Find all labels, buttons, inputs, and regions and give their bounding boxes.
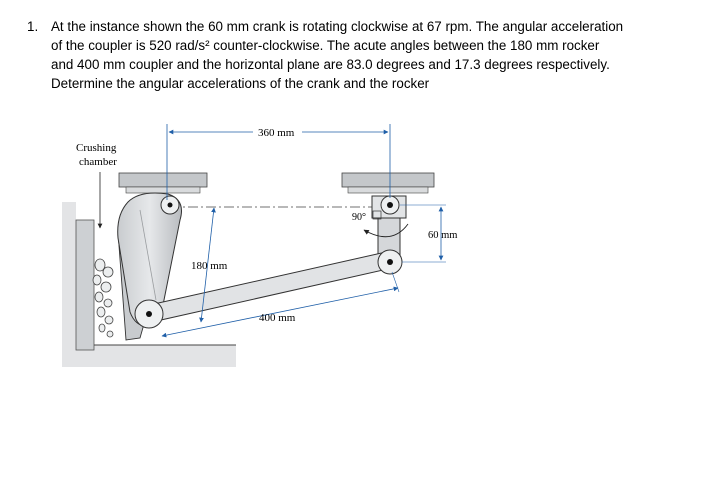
dimension-180-label: 180 mm [191,260,228,272]
pivots [134,195,403,329]
frame-base [62,202,236,367]
angle-90-marker: 90° [352,210,409,238]
crushing-chamber-label: Crushing chamber [76,142,117,229]
crushing-label-line-2: chamber [79,156,117,168]
stone-crusher-mechanism-figure: 360 mm 180 mm 400 mm 60 mm 90° Crushing … [62,124,457,367]
dimension-60: 60 mm [400,204,457,263]
crushed-rocks [92,258,114,338]
problem-line-1: At the instance shown the 60 mm crank is… [51,19,624,34]
problem-text: At the instance shown the 60 mm crank is… [51,17,701,93]
problem-number: 1. [27,19,39,34]
crushing-label-line-1: Crushing [76,142,117,154]
top-support-right [341,172,435,194]
problem-line-3: and 400 mm coupler and the horizontal pl… [51,57,610,72]
dimension-60-label: 60 mm [428,230,457,241]
dimension-360-label: 360 mm [258,127,295,139]
top-support-left [118,172,208,194]
dimension-400-label: 400 mm [259,312,296,324]
problem-line-4: Determine the angular accelerations of t… [51,76,430,91]
dimension-400: 400 mm [161,271,400,338]
problem-line-2: of the coupler is 520 rad/s² counter-clo… [51,38,600,53]
angle-90-label: 90° [352,212,366,223]
dimension-360: 360 mm [168,127,389,139]
